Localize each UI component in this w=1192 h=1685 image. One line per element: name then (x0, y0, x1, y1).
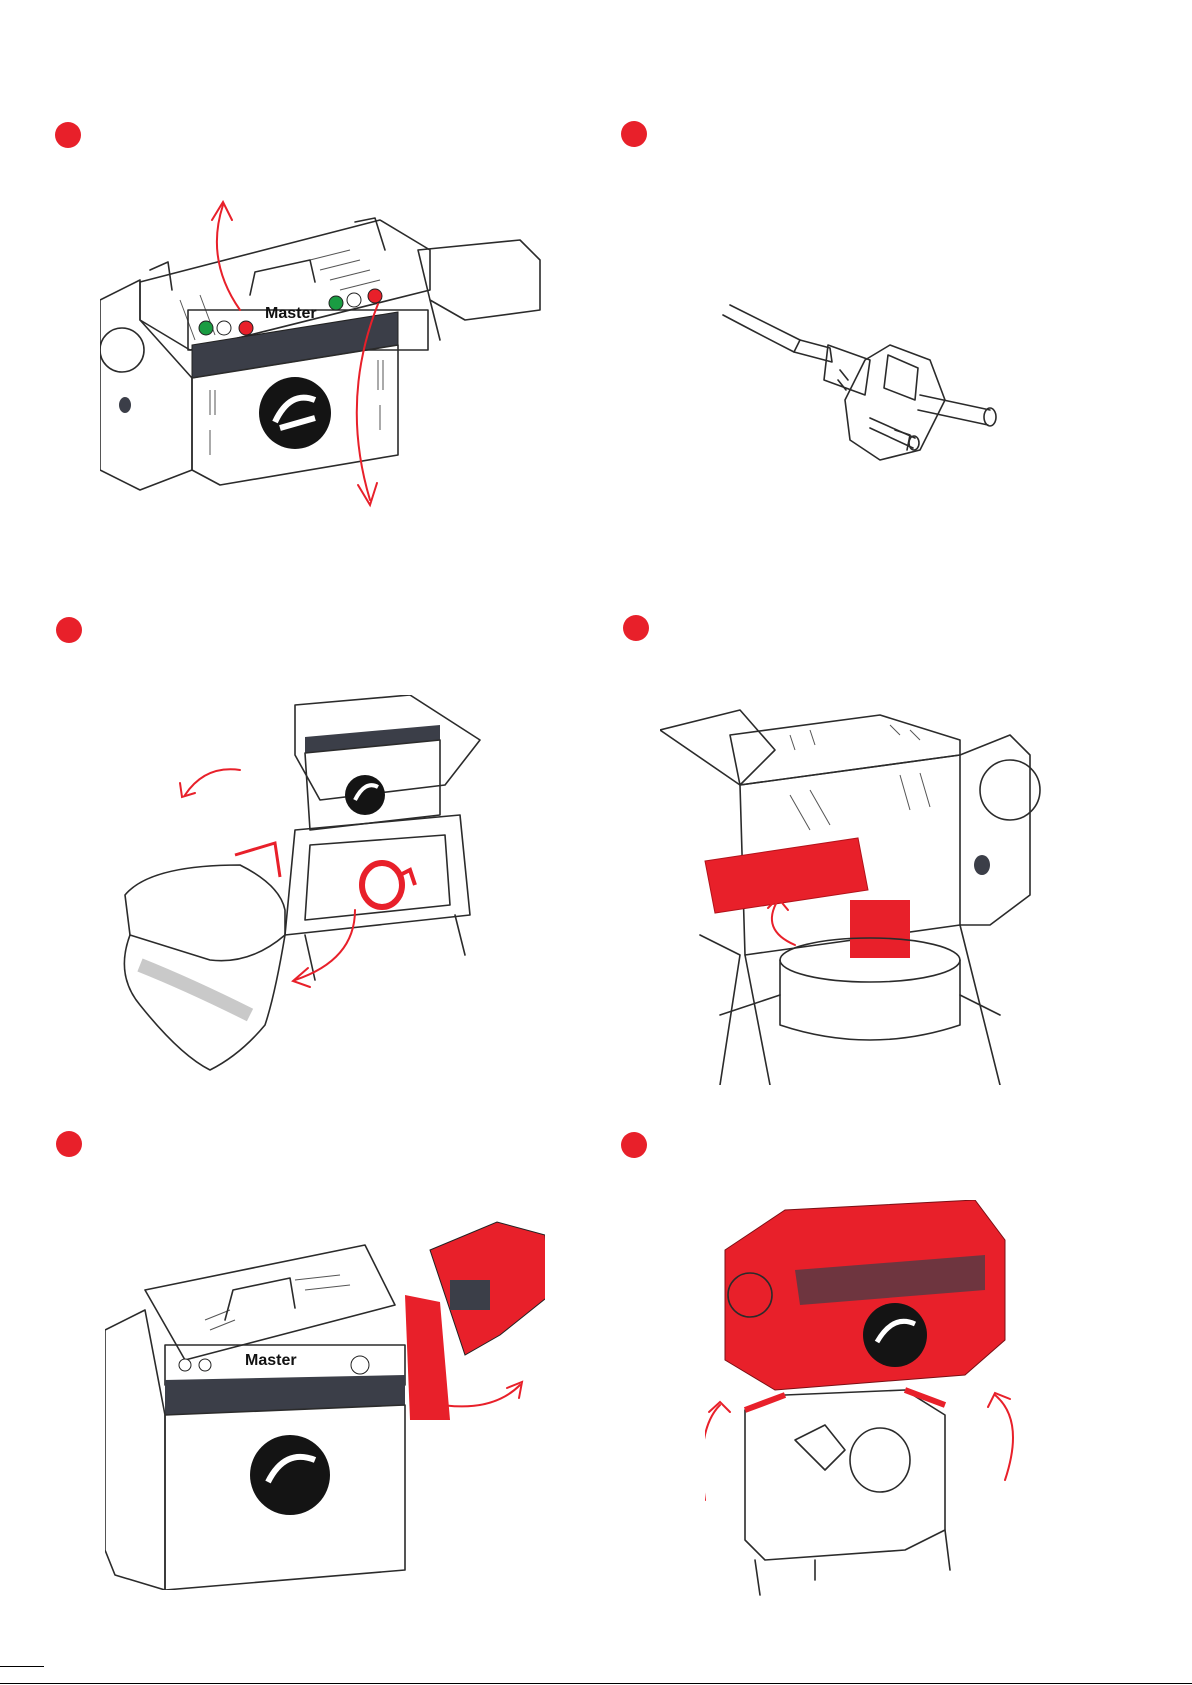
brand-emblem (259, 377, 331, 449)
red-switch-right[interactable] (368, 289, 382, 303)
filter-plate (705, 838, 868, 913)
step-2-marker (621, 121, 647, 147)
step-1-illustration: Master (100, 200, 550, 550)
step-5-marker (56, 1131, 82, 1157)
page-footer-rule-short (0, 1666, 44, 1667)
step-6-illustration (705, 1200, 1035, 1600)
green-switch-left[interactable] (199, 321, 213, 335)
step-3-illustration (110, 695, 510, 1075)
red-switch-left[interactable] (239, 321, 253, 335)
step-4-marker (623, 615, 649, 641)
step-2-illustration (720, 300, 1020, 480)
step-3-marker (56, 617, 82, 643)
control-panel (305, 725, 440, 753)
step-4-illustration (660, 695, 1070, 1085)
filter-insert (850, 900, 910, 958)
brand-logo-text: Master (265, 305, 317, 322)
step-1-marker (55, 122, 81, 148)
dial-left[interactable] (217, 321, 231, 335)
step-6-marker (621, 1132, 647, 1158)
green-switch-right[interactable] (329, 296, 343, 310)
control-panel (165, 1375, 405, 1415)
brand-emblem (250, 1435, 330, 1515)
dial-right[interactable] (347, 293, 361, 307)
page-footer-rule (0, 1683, 1192, 1684)
step-5-illustration: Master (105, 1220, 545, 1590)
svg-text:Master: Master (245, 1352, 297, 1369)
